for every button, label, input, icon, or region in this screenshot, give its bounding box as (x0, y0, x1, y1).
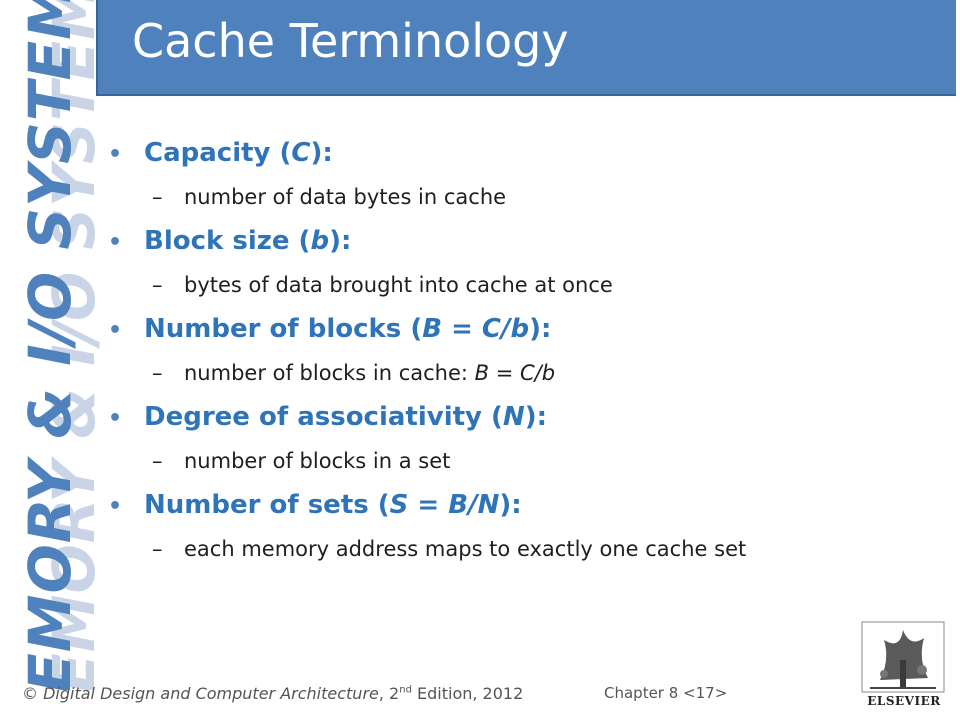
sub-bullet-text: number of data bytes in cache (184, 185, 507, 209)
sub-bullet: – bytes of data brought into cache at on… (108, 264, 908, 306)
dash-icon: – (152, 537, 163, 561)
bullet-heading: • Degree of associativity (N): (108, 394, 908, 440)
book-title: Digital Design and Computer Architecture (43, 684, 379, 703)
dash-icon: – (152, 449, 163, 473)
bullet-label: Capacity (C): (144, 138, 333, 168)
bullet-item-number-of-sets: • Number of sets (S = B/N): – each memor… (108, 482, 908, 570)
bullet-label: Block size (b): (144, 226, 352, 256)
sub-bullet-text: number of blocks in a set (184, 449, 451, 473)
sub-bullet-text: bytes of data brought into cache at once (184, 273, 613, 297)
bullet-heading: • Capacity (C): (108, 130, 908, 176)
dash-icon: – (152, 361, 163, 385)
sub-bullet-text: each memory address maps to exactly one … (184, 537, 747, 561)
bullet-dot-icon: • (108, 142, 123, 167)
bullet-label: Number of blocks (B = C/b): (144, 314, 552, 344)
slide-title: Cache Terminology (132, 14, 569, 68)
edition-superscript: nd (399, 684, 412, 696)
sub-bullet-text: number of blocks in cache: B = C/b (184, 361, 556, 385)
chapter-page-label: Chapter 8 <17> (604, 684, 728, 702)
dash-icon: – (152, 185, 163, 209)
bullet-dot-icon: • (108, 406, 123, 431)
bullet-item-capacity: • Capacity (C): – number of data bytes i… (108, 130, 908, 218)
bullet-list: • Capacity (C): – number of data bytes i… (108, 130, 908, 570)
side-title: MEMORY & I/O SYSTEMS (16, 0, 84, 690)
copyright-symbol: © (22, 684, 38, 703)
edition-number: , 2 (378, 684, 400, 703)
sub-bullet: – each memory address maps to exactly on… (108, 528, 908, 570)
bullet-heading: • Number of sets (S = B/N): (108, 482, 908, 528)
bullet-dot-icon: • (108, 230, 123, 255)
bullet-heading: • Number of blocks (B = C/b): (108, 306, 908, 352)
edition-year: Edition, 2012 (411, 684, 524, 703)
publisher-logo-text: ELSEVIER (867, 694, 941, 708)
bullet-label: Number of sets (S = B/N): (144, 490, 522, 520)
bullet-item-associativity: • Degree of associativity (N): – number … (108, 394, 908, 482)
bullet-item-block-size: • Block size (b): – bytes of data brough… (108, 218, 908, 306)
sub-bullet: – number of blocks in cache: B = C/b (108, 352, 908, 394)
bullet-dot-icon: • (108, 494, 123, 519)
dash-icon: – (152, 273, 163, 297)
bullet-heading: • Block size (b): (108, 218, 908, 264)
sub-bullet: – number of data bytes in cache (108, 176, 908, 218)
elsevier-tree-logo-icon (861, 621, 945, 693)
bullet-item-number-of-blocks: • Number of blocks (B = C/b): – number o… (108, 306, 908, 394)
footer-citation: © Digital Design and Computer Architectu… (22, 684, 523, 703)
bullet-dot-icon: • (108, 318, 123, 343)
sub-bullet: – number of blocks in a set (108, 440, 908, 482)
side-title-banner: MEMORY & I/O SYSTEMS MEMORY & I/O SYSTEM… (0, 0, 100, 690)
bullet-label: Degree of associativity (N): (144, 402, 547, 432)
title-bar: Cache Terminology (96, 0, 956, 96)
